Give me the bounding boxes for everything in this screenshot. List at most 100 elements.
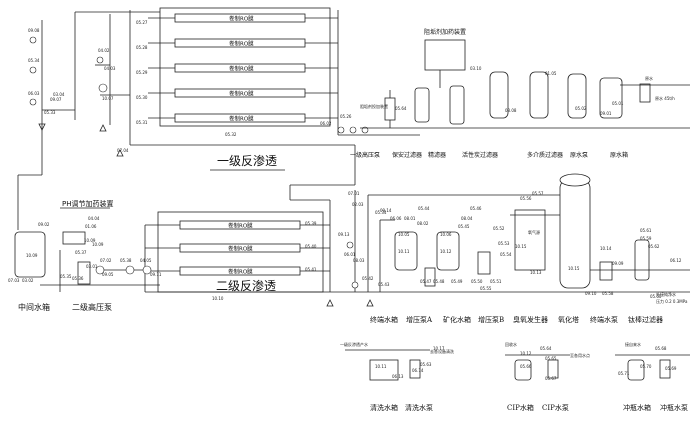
equipment-tag: 06.12 <box>670 258 682 263</box>
label-secondary-hp-pump: 二级高压泵 <box>72 302 112 312</box>
equipment-tag: 05.37 <box>75 250 87 255</box>
equipment-tag: 05.56 <box>520 196 532 201</box>
equipment-tag: 05.57 <box>532 191 544 196</box>
equipment-tag: 05.44 <box>418 206 430 211</box>
equipment-tag: 05.65 <box>545 356 557 361</box>
equipment-tag: 09.13 <box>338 232 350 237</box>
equipment-tag: 09.07 <box>50 97 62 102</box>
equipment-tag: 05.49 <box>451 279 463 284</box>
equipment-tag: 05.48 <box>433 279 445 284</box>
equipment-tag: 10.05 <box>398 232 410 237</box>
equipment-tag: 05.45 <box>458 224 470 229</box>
equipment-tag: 07.01 <box>348 191 360 196</box>
equipment-tag: 06.02 <box>320 121 332 126</box>
equipment-tag: 05.34 <box>28 58 40 63</box>
pretreatment-train: 阻垢剂加药装置 原水 原水 45t/h 阻垢剂投加装置 <box>360 28 690 129</box>
label-ozone-gen: 臭氧发生器 <box>513 315 548 324</box>
equipment-tag: 05.35 <box>60 274 72 279</box>
equipment-tag: 01.05 <box>545 71 557 76</box>
ro-membrane-label: 卷制RO膜 <box>228 268 253 276</box>
equipment-tag: 09.11 <box>150 272 162 277</box>
ro-membrane-label: 卷制RO膜 <box>229 15 254 23</box>
label-fine-filter: 精滤器 <box>428 151 446 159</box>
equipment-tag: 10.07 <box>102 96 114 101</box>
equipment-tag: 07.02 <box>100 258 112 263</box>
middle-tank-group: 10.09 10.09 PH调节加药装置 中间水箱 二级高压泵 <box>14 199 114 312</box>
label-rinse-tank: 冲瓶水箱 <box>623 403 651 412</box>
membrane-tag: 05.31 <box>136 120 148 125</box>
svg-text:10.11: 10.11 <box>398 249 410 254</box>
equipment-tag: 10.15 <box>515 244 527 249</box>
equipment-tag: 05.50 <box>471 279 483 284</box>
primary-piping <box>17 10 420 230</box>
equipment-tag: 05.34 <box>375 210 387 215</box>
ro-membrane <box>179 220 301 230</box>
equipment-tag: 10.11 <box>375 364 387 369</box>
equipment-tag: 06.14 <box>412 368 424 373</box>
equipment-tag: 06.13 <box>392 374 404 379</box>
equipment-tag: 05.47 <box>420 279 432 284</box>
membrane-tag: 05.28 <box>136 45 148 50</box>
equipment-tag: 05.43 <box>378 282 390 287</box>
svg-text:10.09: 10.09 <box>84 238 96 243</box>
equipment-tag: 09.02 <box>38 222 50 227</box>
equipment-tag: 05.67 <box>545 376 557 381</box>
equipment-tag: 04.02 <box>98 48 110 53</box>
ph-unit-label: PH调节加药装置 <box>62 199 114 208</box>
equipment-tag: 05.55 <box>480 286 492 291</box>
equipment-tag: 10.06 <box>440 232 452 237</box>
equipment-tag: 06.03 <box>28 91 40 96</box>
secondary-piping <box>40 190 560 307</box>
recycle-note: 回收水 <box>505 341 517 347</box>
equipment-tag: 10.12 <box>520 351 532 356</box>
equipment-tag: 05.02 <box>575 106 587 111</box>
equipment-tag: 03.01 <box>86 264 98 269</box>
bottom-utilities: 一级反渗透产水 去各设备清洗 回收水 至各用水点 接自来水 清洗水箱 清洗水泵 … <box>340 341 690 412</box>
equipment-tag: 07.03 <box>8 278 20 283</box>
secondary-ro-title: 二级反渗透 <box>216 278 276 293</box>
equipment-tag: 02.03 <box>352 202 364 207</box>
equipment-tag: 05.64 <box>395 106 407 111</box>
label-clean-tank: 清洗水箱 <box>370 403 398 412</box>
raw-water-in-note: 原水 <box>645 75 653 81</box>
ro-membrane-label: 卷制RO膜 <box>228 222 253 230</box>
ro-membrane-label: 卷制RO膜 <box>228 245 253 253</box>
equipment-tag: 05.42 <box>362 276 374 281</box>
membrane-tag: 05.39 <box>305 221 317 226</box>
equipment-tag: 05.58 <box>602 291 614 296</box>
equipment-tag: 03.10 <box>470 66 482 71</box>
ro-membrane <box>174 88 306 98</box>
antiscalant-note: 阻垢剂投加装置 <box>360 103 388 109</box>
ro-membrane <box>179 266 301 276</box>
label-oxidation-tower: 氧化塔 <box>558 315 579 324</box>
equipment-tag: 05.38 <box>120 258 132 263</box>
svg-text:10.15: 10.15 <box>568 266 580 271</box>
label-terminal-tank: 终端水箱 <box>370 315 398 324</box>
label-boost-pump-b: 增压泵B <box>478 315 504 324</box>
equipment-tag: 05.54 <box>500 252 512 257</box>
equipment-tag: 05.62 <box>648 244 660 249</box>
equipment-tag: 09.01 <box>600 111 612 116</box>
membrane-tag: 05.30 <box>136 95 148 100</box>
equipment-tag: 05.71 <box>618 371 630 376</box>
ro-membrane <box>179 243 301 253</box>
equipment-tag: 03.02 <box>22 278 34 283</box>
equipment-tag: 05.32 <box>225 132 237 137</box>
ro-membrane <box>174 63 306 73</box>
membrane-tag: 05.27 <box>136 20 148 25</box>
label-cip-pump: CIP水泵 <box>542 403 569 412</box>
equipment-tag: 05.01 <box>612 101 624 106</box>
ro-membrane <box>174 38 306 48</box>
equipment-tag: 08.03 <box>353 258 365 263</box>
svg-text:10.09: 10.09 <box>26 253 38 258</box>
equipment-tag: 05.70 <box>640 364 652 369</box>
equipment-tag: 10.14 <box>600 246 612 251</box>
equipment-tag: 05.52 <box>493 226 505 231</box>
equipment-tag: 04.04 <box>88 216 100 221</box>
equipment-tag: 09.10 <box>585 291 597 296</box>
label-raw-pump: 原水泵 <box>570 151 588 159</box>
label-media-filter: 多介质过滤器 <box>527 151 563 159</box>
